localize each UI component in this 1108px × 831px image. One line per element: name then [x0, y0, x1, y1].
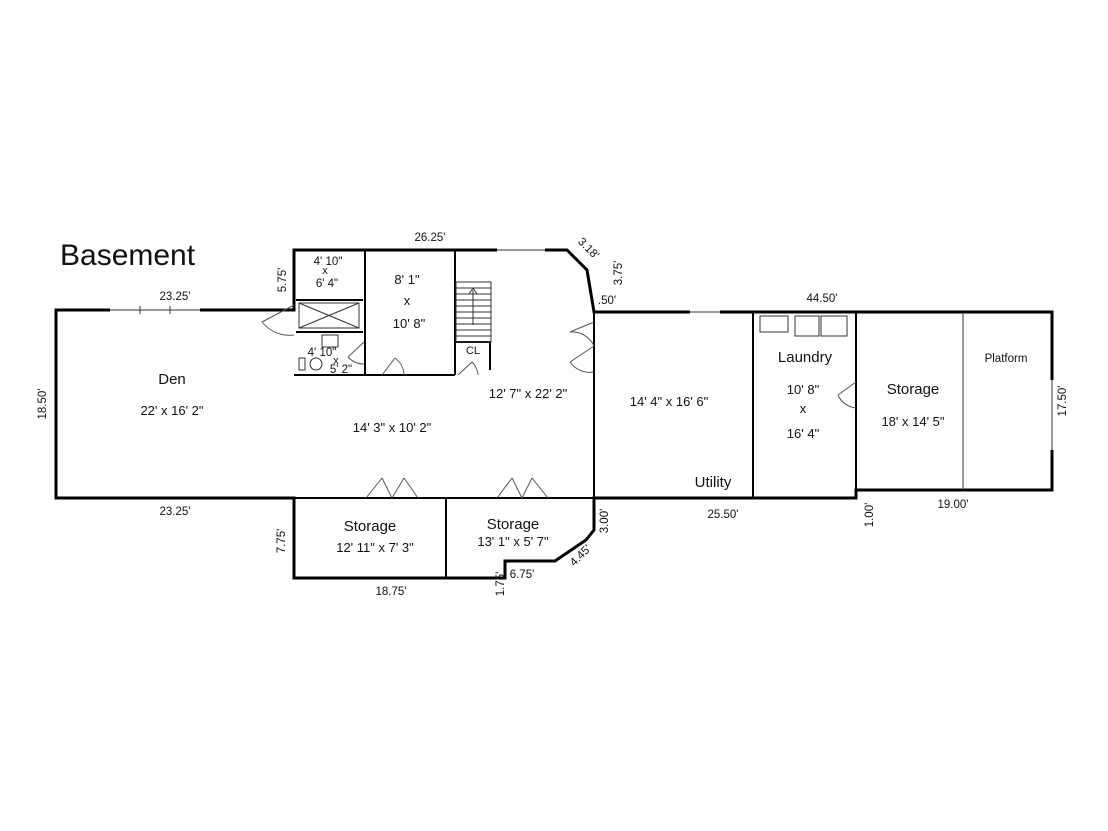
dim-right-top: 44.50' — [807, 293, 838, 305]
dim-storage1-bottom: 18.75' — [376, 586, 407, 598]
dim-den-left: 18.50' — [37, 389, 49, 420]
dim-den-top: 23.25' — [160, 291, 191, 303]
dim-step-right: 1.00' — [864, 503, 876, 528]
storage-2-size: 13' 1" x 5' 7" — [477, 534, 549, 549]
shower-fixture — [298, 302, 360, 329]
platform-name: Platform — [985, 353, 1028, 365]
shower-dim-1: 4' 10" — [314, 256, 343, 268]
utility-size: 14' 4" x 16' 6" — [630, 394, 709, 409]
storage-2-name: Storage — [487, 516, 540, 533]
shower-dim-2: 6' 4" — [316, 278, 338, 290]
laundry-dim-2: 16' 4" — [787, 426, 820, 441]
shower-dim-x: x — [322, 265, 328, 277]
dim-right-side: 17.50' — [1057, 386, 1069, 417]
laundry-name: Laundry — [778, 349, 833, 366]
dryer-fixture — [820, 315, 848, 337]
laundry-dim-1: 10' 8" — [787, 382, 820, 397]
staircase — [455, 281, 492, 343]
dim-storage2-diag: 4.45' — [568, 543, 594, 569]
closet-label: CL — [466, 345, 480, 357]
toilet-fixture — [309, 357, 323, 371]
dim-utility-bottom: 25.50' — [708, 509, 739, 521]
den-size: 22' x 16' 2" — [140, 403, 203, 418]
hall-size: 14' 3" x 10' 2" — [353, 420, 432, 435]
dim-stair-right: 3.75' — [613, 261, 625, 286]
storage-3-name: Storage — [887, 381, 940, 398]
dim-top-center: 26.25' — [415, 232, 446, 244]
bedroom-dim-2: 10' 8" — [393, 316, 426, 331]
room-labels: Den 22' x 16' 2" 14' 3" x 10' 2" 12' 7" … — [140, 256, 1027, 555]
bath-dim-2: 5' 2" — [330, 364, 352, 376]
bedroom-dim-x: x — [404, 293, 411, 308]
washer-fixture — [794, 315, 820, 337]
den-name: Den — [158, 371, 186, 388]
doors — [261, 304, 857, 499]
dim-diag-top: 3.18' — [575, 236, 601, 262]
bath-dim-x: x — [333, 355, 339, 367]
exterior-walls — [54, 248, 1054, 580]
interior-walls — [294, 250, 964, 578]
dim-small-step: .50' — [598, 295, 616, 307]
dim-den-bottom: 23.25' — [160, 506, 191, 518]
sink-fixture — [321, 334, 339, 348]
dim-bath-left: 5.75' — [277, 268, 289, 293]
utility-name: Utility — [695, 474, 732, 491]
stair-hall-size: 12' 7" x 22' 2" — [489, 386, 568, 401]
laundry-sink-fixture — [759, 315, 789, 333]
dim-storage1-left: 7.75' — [276, 529, 288, 554]
dim-storage2-notch: 1.75' — [495, 572, 507, 597]
storage-3-size: 18' x 14' 5" — [881, 414, 944, 429]
dim-storage2-bottom: 6.75' — [510, 569, 535, 581]
storage-1-size: 12' 11" x 7' 3" — [336, 540, 414, 555]
windows — [110, 248, 1054, 450]
storage-1-name: Storage — [344, 518, 397, 535]
bedroom-dim-1: 8' 1" — [394, 272, 420, 287]
laundry-dim-x: x — [800, 401, 807, 416]
dim-storage-bottom: 19.00' — [938, 499, 969, 511]
bath-dim-1: 4' 10" — [308, 347, 337, 359]
fixtures — [298, 302, 848, 371]
dim-storage2-right: 3.00' — [599, 509, 611, 534]
floor-title: Basement — [60, 239, 196, 272]
